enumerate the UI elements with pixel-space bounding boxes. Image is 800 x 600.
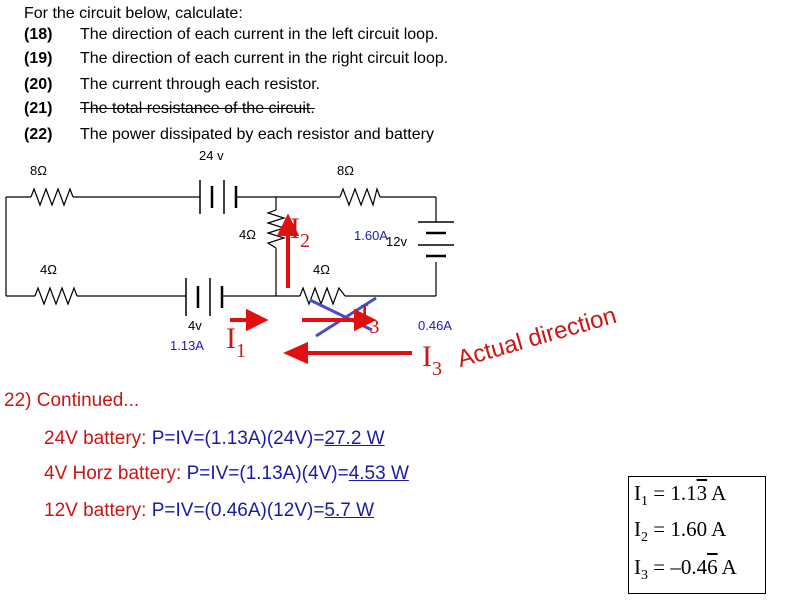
- resistor-bottom-right-label: 4Ω: [313, 262, 330, 277]
- resistor-top-left-label: 8Ω: [30, 163, 47, 178]
- question-text: The power dissipated by each resistor an…: [80, 126, 434, 143]
- resistor-middle-label: 4Ω: [239, 227, 256, 242]
- answer-repeating-digit: 6: [707, 555, 718, 579]
- battery-right-label: 12v: [386, 234, 407, 249]
- answer-unit: A: [707, 481, 727, 505]
- resistor-bottom-left: [34, 286, 78, 306]
- i1-value: 1.13A: [170, 338, 204, 353]
- question-text: The direction of each current in the lef…: [80, 26, 439, 43]
- power-label: 4V Horz battery:: [44, 463, 187, 484]
- i3-value: 0.46A: [418, 318, 452, 333]
- continued-heading: 22) Continued...: [4, 390, 140, 411]
- question-number: (21): [24, 100, 53, 117]
- power-line-4v: 4V Horz battery: P=IV=(1.13A)(4V)=4.53 W: [44, 463, 409, 485]
- answer-box: I1 = 1.13 A I2 = 1.60 A I3 = –0.46 A: [628, 476, 766, 594]
- i3-crossed-subscript: 3: [369, 316, 380, 338]
- answer-value: = 1.60 A: [648, 517, 727, 541]
- power-label: 12V battery:: [44, 500, 152, 521]
- resistor-top-right: [339, 186, 381, 208]
- answer-sub: 2: [641, 530, 648, 545]
- i3-actual-arrow-head: [283, 341, 308, 365]
- question-text: The direction of each current in the rig…: [80, 50, 449, 67]
- power-result: 5.7 W: [324, 500, 375, 521]
- question-number: (20): [24, 76, 53, 93]
- i3-old-arrow-head: [354, 308, 377, 332]
- intro-text: For the circuit below, calculate:: [24, 5, 243, 22]
- i3-symbol: I3: [422, 340, 442, 381]
- question-19: (19) The direction of each current in the…: [24, 50, 448, 68]
- i2-value: 1.60A: [354, 228, 388, 243]
- i1-subscript: 1: [236, 340, 246, 362]
- battery-top-label: 24 v: [199, 148, 224, 163]
- question-text: The total resistance of the circuit.: [80, 100, 315, 117]
- question-21: (21) The total resistance of the circuit.: [24, 100, 315, 118]
- answer-unit: A: [717, 555, 737, 579]
- i3-letter: I: [422, 340, 432, 373]
- answer-value: = 1.1: [648, 481, 697, 505]
- i1-letter: I: [226, 322, 236, 355]
- answer-repeating-digit: 3: [696, 481, 708, 505]
- power-result: 27.2 W: [324, 428, 385, 449]
- question-text: The current through each resistor.: [80, 76, 321, 93]
- answer-var: I: [634, 481, 641, 505]
- resistor-bottom-right: [299, 286, 346, 306]
- question-number: (18): [24, 26, 53, 43]
- answer-i2: I2 = 1.60 A: [634, 517, 765, 555]
- resistor-top-left: [30, 187, 74, 207]
- power-formula: P=IV=(0.46A)(12V)=: [151, 500, 325, 521]
- answer-sub: 1: [641, 494, 648, 509]
- resistor-bottom-left-label: 4Ω: [40, 262, 57, 277]
- question-18: (18) The direction of each current in the…: [24, 26, 438, 44]
- i1-arrow-head: [246, 308, 269, 332]
- question-22: (22) The power dissipated by each resisto…: [24, 126, 434, 144]
- power-formula: P=IV=(1.13A)(24V)=: [151, 428, 325, 449]
- question-number: (22): [24, 126, 53, 143]
- i2-arrow-head: [276, 213, 300, 236]
- i3-crossed-letter: I: [360, 300, 370, 331]
- question-number: (19): [24, 50, 53, 67]
- answer-var: I: [634, 555, 641, 579]
- power-line-24v: 24V battery: P=IV=(1.13A)(24V)=27.2 W: [44, 428, 385, 450]
- i3-subscript: 3: [432, 358, 442, 380]
- power-result: 4.53 W: [348, 463, 409, 484]
- i2-symbol: I2: [290, 212, 310, 253]
- question-20: (20) The current through each resistor.: [24, 76, 320, 94]
- i3-crossed-symbol: I3: [360, 300, 379, 339]
- answer-i1: I1 = 1.13 A: [634, 481, 765, 517]
- battery-bottom-label: 4v: [188, 318, 202, 333]
- answer-var: I: [634, 517, 641, 541]
- i2-subscript: 2: [300, 230, 310, 252]
- i2-letter: I: [290, 212, 300, 245]
- answer-sub: 3: [641, 568, 648, 583]
- resistor-top-right-label: 8Ω: [337, 163, 354, 178]
- power-line-12v: 12V battery: P=IV=(0.46A)(12V)=5.7 W: [44, 500, 374, 522]
- answer-i3: I3 = –0.46 A: [634, 555, 765, 584]
- i1-symbol: I1: [226, 322, 246, 363]
- answer-value: = –0.4: [648, 555, 708, 579]
- power-label: 24V battery:: [44, 428, 152, 449]
- power-formula: P=IV=(1.13A)(4V)=: [186, 463, 349, 484]
